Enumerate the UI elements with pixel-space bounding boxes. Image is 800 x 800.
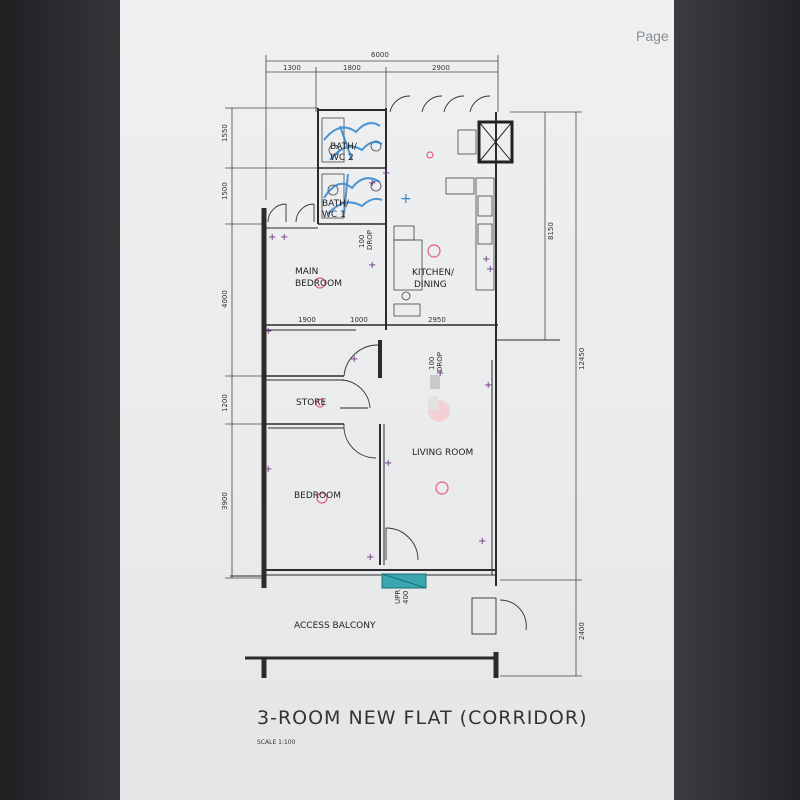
svg-text:+: + [384, 458, 392, 469]
dim-top-a: 1300 [283, 64, 301, 72]
dim-left-4: 1200 [221, 394, 229, 412]
svg-text:+: + [368, 260, 376, 271]
dim-left-1: 1550 [221, 124, 229, 142]
label-bath-2: BATH/ [330, 142, 358, 152]
label-main-bedroom-2: BEDROOM [295, 279, 342, 289]
svg-text:+: + [264, 326, 272, 337]
dim-left-2: 1500 [221, 182, 229, 200]
walls [230, 108, 560, 678]
pink-marks [314, 151, 449, 504]
plan-title: 3-ROOM NEW FLAT (CORRIDOR) [257, 707, 588, 729]
label-wc-2: WC 2 [330, 153, 354, 163]
svg-text:+: + [368, 178, 376, 189]
plan-scale: SCALE 1:100 [257, 739, 296, 746]
svg-text:+: + [350, 354, 358, 365]
svg-text:+: + [482, 254, 490, 265]
upr-marker [381, 573, 427, 589]
dim-left-3: 4000 [221, 290, 229, 308]
label-main-bedroom-1: MAIN [295, 267, 318, 277]
drop-2-label: DROP [436, 352, 444, 372]
svg-text:+: + [436, 368, 444, 379]
document-page [120, 0, 674, 800]
svg-text:+: + [280, 232, 288, 243]
label-store: STORE [296, 398, 327, 408]
dim-mid-a: 1900 [298, 316, 316, 324]
label-kitchen-1: KITCHEN/ [412, 268, 455, 278]
doors [267, 95, 527, 635]
label-wc-1: WC 1 [322, 210, 346, 220]
svg-text:+: + [268, 232, 276, 243]
dim-top-c: 2900 [432, 64, 450, 72]
svg-text:+: + [366, 552, 374, 563]
dim-left-5: 3900 [221, 492, 229, 510]
dim-mid-b: 1000 [350, 316, 368, 324]
svg-text:+: + [264, 464, 272, 475]
dim-mid-c: 2950 [428, 316, 446, 324]
blue-plus-mark: + [400, 191, 412, 207]
drop-2-value: 100 [428, 357, 436, 370]
monitor-bezel-right [674, 0, 800, 800]
svg-text:+: + [382, 168, 390, 179]
blue-markup-lines [323, 122, 383, 215]
svg-text:+: + [484, 380, 492, 391]
label-bath-1: BATH/ [322, 199, 350, 209]
drop-1-value: 100 [358, 235, 366, 248]
dim-right-upper: 8150 [547, 222, 555, 240]
dim-top-total: 6000 [371, 51, 389, 59]
top-dimensions [265, 55, 499, 200]
label-kitchen-2: DINING [414, 280, 447, 290]
dim-right-balcony: 2400 [578, 622, 586, 640]
right-dimensions [500, 111, 582, 677]
kitchen-fixtures [393, 129, 495, 317]
label-living-room: LIVING ROOM [412, 448, 473, 458]
living-fixtures [428, 375, 450, 422]
label-bedroom: BEDROOM [294, 491, 341, 501]
dim-right-total: 12450 [578, 348, 586, 370]
service-shaft [477, 120, 514, 164]
svg-text:+: + [486, 264, 494, 275]
purple-marks: ++ + ++ ++ ++ ++ ++ ++ [264, 168, 494, 563]
svg-text:+: + [478, 536, 486, 547]
upr-label: UPR [394, 590, 402, 604]
page-label: Page [636, 28, 669, 44]
label-access-balcony: ACCESS BALCONY [294, 621, 376, 631]
dim-top-b: 1800 [343, 64, 361, 72]
upr-value: 400 [402, 591, 410, 604]
drop-1-label: DROP [366, 230, 374, 250]
monitor-bezel-left [0, 0, 120, 800]
left-dimensions [225, 107, 318, 579]
